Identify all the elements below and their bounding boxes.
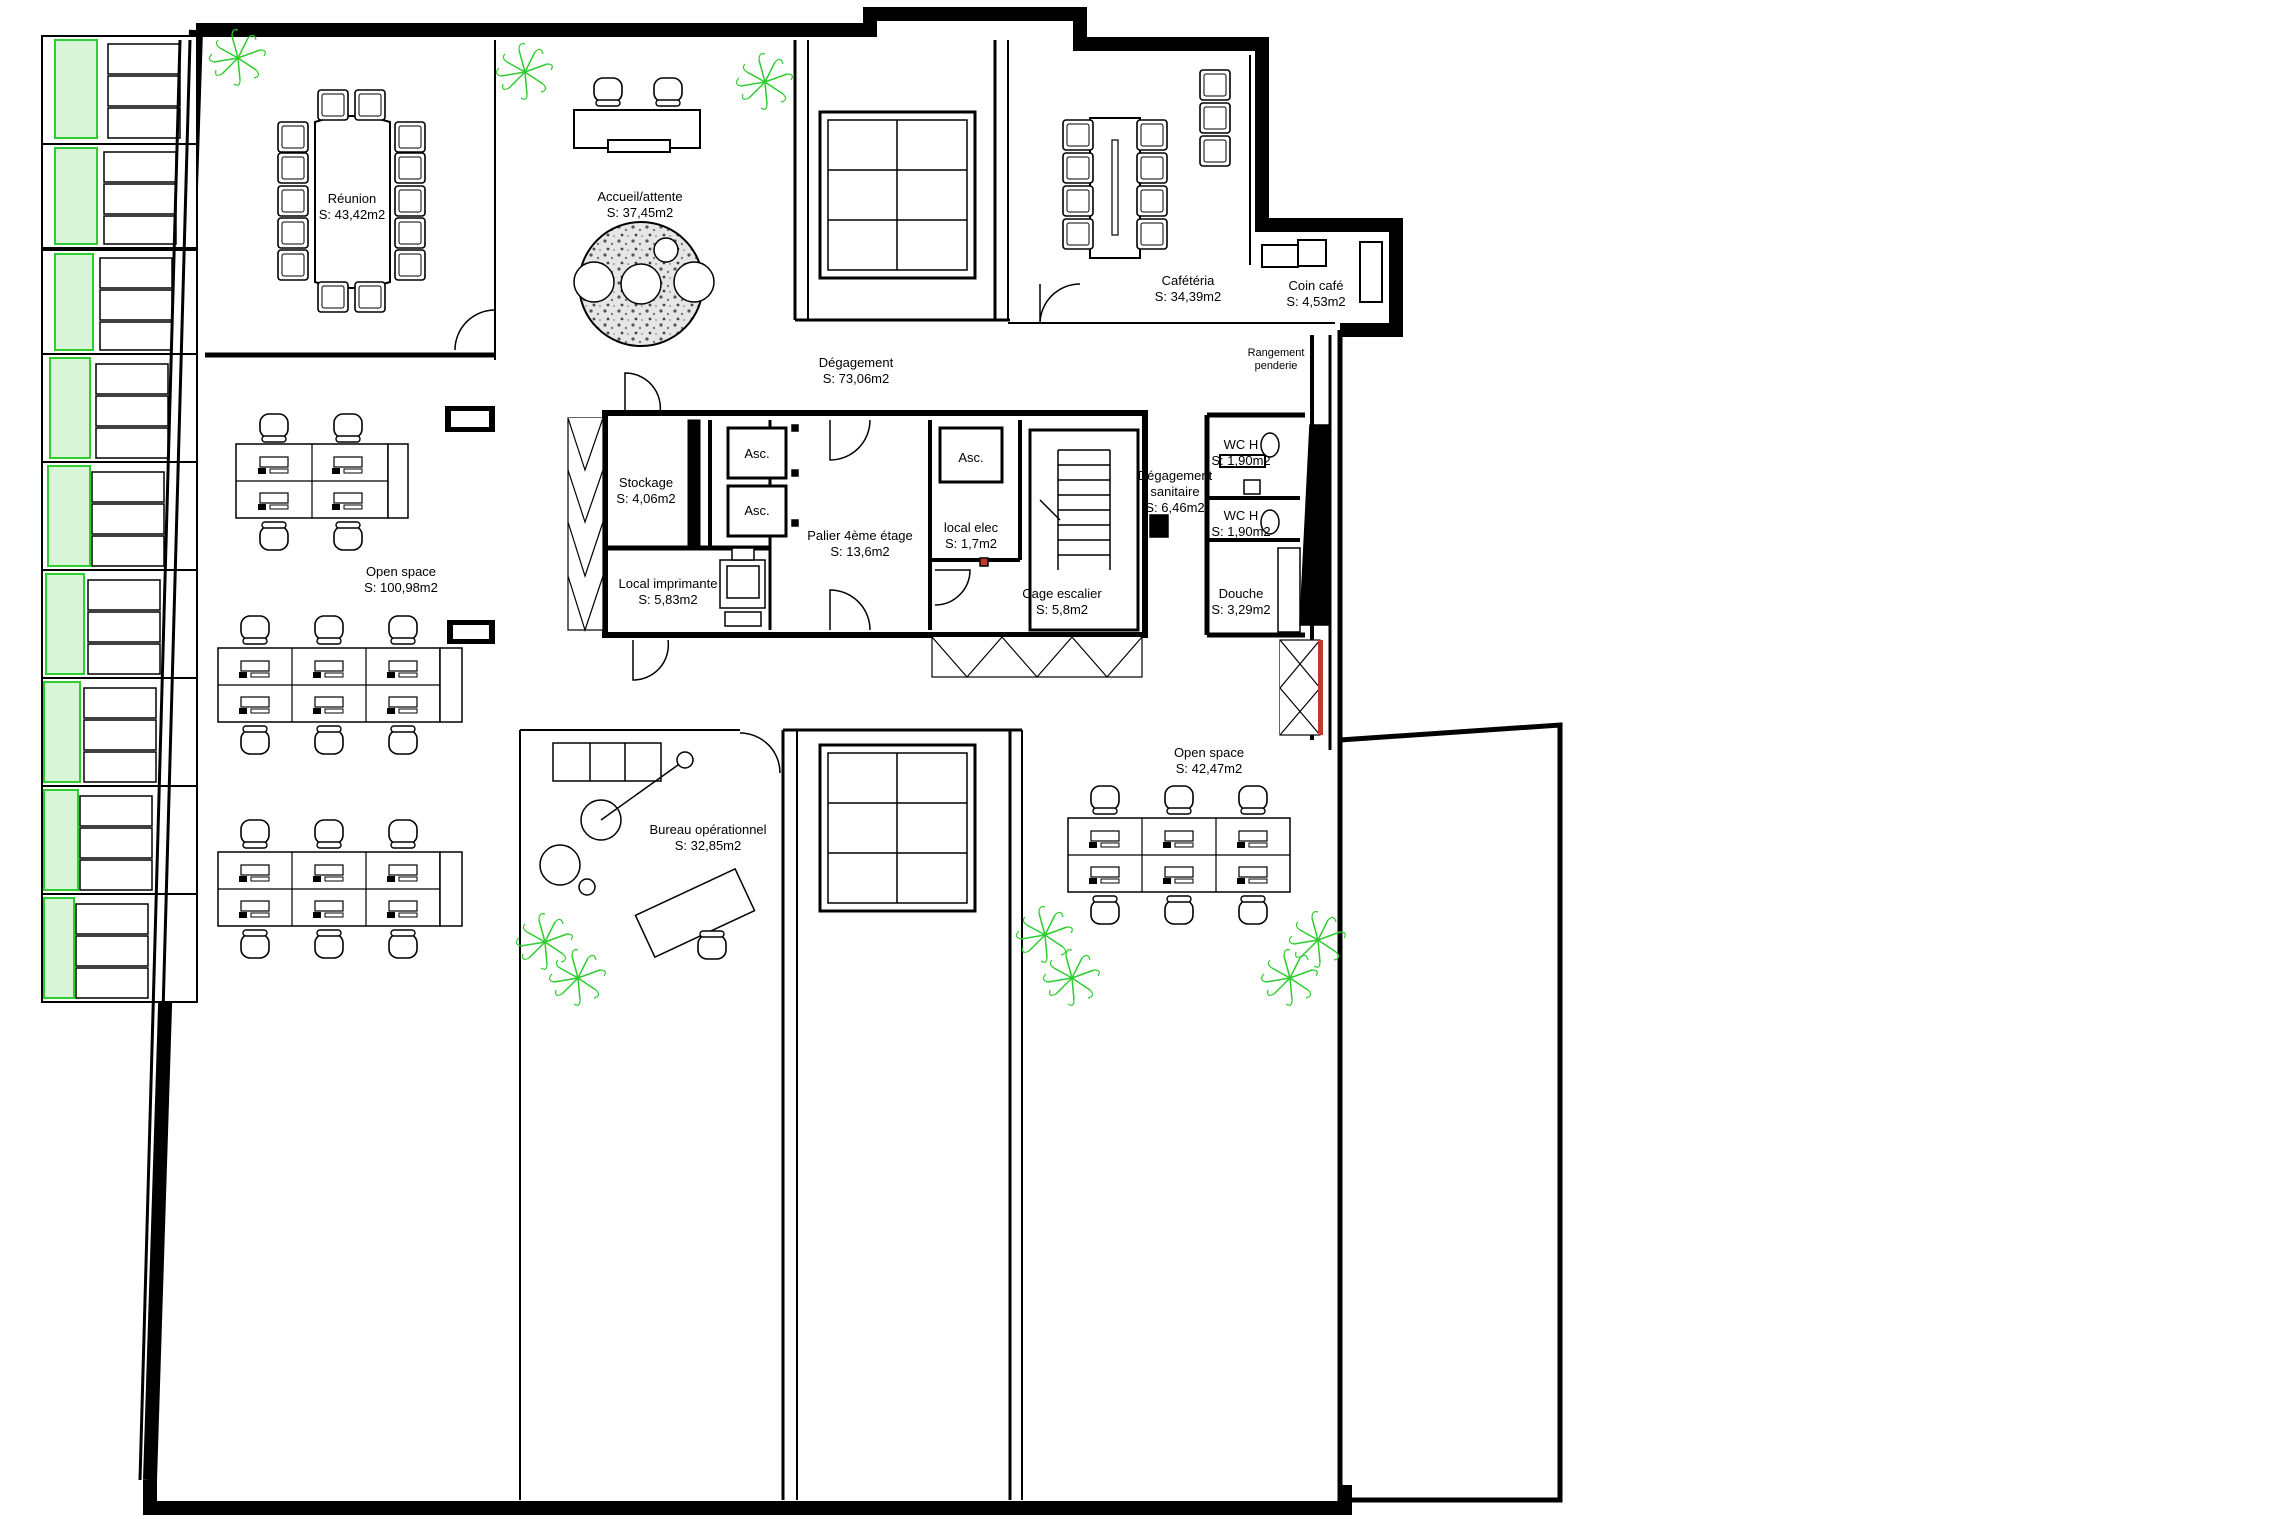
room-area: S: 3,29m2 — [1211, 602, 1271, 617]
elevator-label-3: Asc. — [958, 450, 984, 465]
room-area: S: 73,06m2 — [822, 371, 890, 386]
room-label-accueil: Accueil/attente S: 37,45m2 — [597, 189, 682, 221]
room-label-degagement: Dégagement S: 73,06m2 — [819, 355, 893, 387]
interior-walls — [205, 40, 1335, 1500]
storage-cabinets — [567, 417, 1321, 736]
room-area: S: 5,8m2 — [1035, 602, 1089, 617]
room-label-rangement: Rangement penderie — [1248, 347, 1305, 373]
room-label-cafeteria: Cafétéria S: 34,39m2 — [1155, 273, 1222, 305]
reception-desk — [573, 77, 701, 153]
room-label-palier: Palier 4ème étage S: 13,6m2 — [807, 528, 913, 560]
room-area: S: 13,6m2 — [830, 544, 890, 559]
desk-cluster-4 — [1067, 785, 1291, 925]
railings — [791, 424, 1169, 567]
room-name: WC H — [1223, 508, 1259, 523]
right-annex-walls — [1310, 330, 1563, 1503]
room-label-open-space-1: Open space S: 100,98m2 — [364, 564, 438, 596]
room-name: Dégagement — [1137, 468, 1213, 483]
room-area: S: 34,39m2 — [1154, 289, 1222, 304]
room-name: Réunion — [327, 191, 377, 206]
room-label-open-space-2: Open space S: 42,47m2 — [1174, 745, 1244, 777]
room-label-douche: Douche S: 3,29m2 — [1211, 586, 1270, 618]
room-label-bureau: Bureau opérationnel S: 32,85m2 — [649, 822, 766, 854]
room-area: S: 1,7m2 — [944, 536, 998, 551]
room-area: S: 43,42m2 — [318, 207, 386, 222]
elevator-label-2: Asc. — [744, 503, 770, 518]
room-area: S: 4,06m2 — [616, 491, 676, 506]
room-label-coin-cafe: Coin café S: 4,53m2 — [1286, 278, 1345, 310]
facade-planters — [41, 35, 198, 1481]
wall-screens — [445, 406, 495, 644]
room-name: WC H — [1223, 437, 1259, 452]
room-label-local-imprimante: Local imprimante S: 5,83m2 — [619, 576, 718, 608]
desk-cluster-1 — [235, 413, 409, 551]
room-area: S: 37,45m2 — [606, 205, 674, 220]
room-label-degagement-sanitaire: Dégagement sanitaire S: 6,46m2 — [1138, 468, 1212, 516]
room-name: Dégagement — [818, 355, 894, 370]
room-label-wc1: WC H S: 1,90m2 — [1211, 437, 1270, 469]
room-name: Bureau opérationnel — [649, 822, 767, 837]
room-area: S: 100,98m2 — [364, 580, 438, 595]
room-area: S: 42,47m2 — [1175, 761, 1243, 776]
conference-table — [277, 89, 426, 313]
room-area: penderie — [1254, 360, 1298, 372]
room-name: Local imprimante — [618, 576, 718, 591]
room-name: Stockage — [618, 475, 674, 490]
room-name: Rangement — [1247, 347, 1305, 359]
room-area: S: 32,85m2 — [674, 838, 742, 853]
room-name: Cage escalier — [1022, 586, 1102, 601]
desk-cluster-2 — [217, 615, 463, 755]
staircase — [1028, 428, 1140, 632]
room-label-cage-escalier: Cage escalier S: 5,8m2 — [1022, 586, 1102, 618]
room-area: S: 1,90m2 — [1211, 453, 1271, 468]
room-label-wc2: WC H S: 1,90m2 — [1211, 508, 1270, 540]
room-name: Open space — [365, 564, 437, 579]
atrium-skylights — [818, 110, 977, 913]
desk-cluster-3 — [217, 819, 463, 959]
red-door — [1318, 640, 1323, 735]
room-name-2: sanitaire — [1150, 484, 1200, 499]
sanitary-fixtures — [1243, 424, 1331, 633]
room-label-reunion: Réunion S: 43,42m2 — [319, 191, 386, 223]
room-name: Cafétéria — [1161, 273, 1215, 288]
doors — [454, 283, 1081, 774]
office-furniture — [539, 742, 756, 960]
room-name: Open space — [1173, 745, 1245, 760]
room-area: S: 5,83m2 — [638, 592, 698, 607]
elevator-label-1: Asc. — [744, 446, 770, 461]
room-name: Coin café — [1288, 278, 1344, 293]
lounge-area — [573, 221, 715, 347]
room-area: S: 1,90m2 — [1211, 524, 1271, 539]
room-label-stockage: Stockage S: 4,06m2 — [616, 475, 675, 507]
room-name: Palier 4ème étage — [807, 528, 913, 543]
printer — [719, 547, 766, 627]
room-name: Accueil/attente — [597, 189, 683, 204]
room-name: local elec — [943, 520, 999, 535]
elevators — [687, 419, 1004, 549]
room-label-local-elec: local elec S: 1,7m2 — [944, 520, 998, 552]
room-name: Douche — [1218, 586, 1264, 601]
room-area: S: 4,53m2 — [1286, 294, 1346, 309]
cafeteria-table — [1062, 69, 1383, 303]
room-area: S: 6,46m2 — [1145, 500, 1205, 515]
